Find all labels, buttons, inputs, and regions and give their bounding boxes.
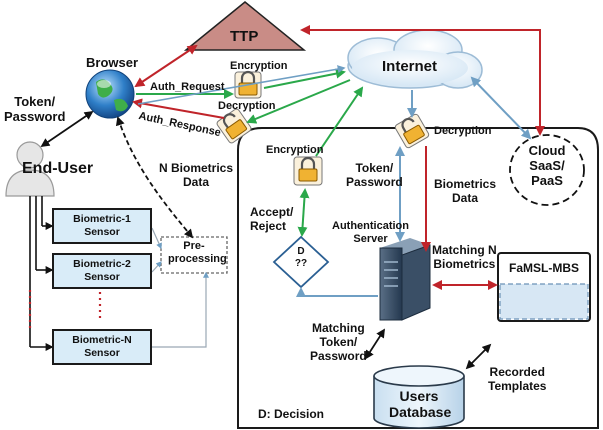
end-user-label: End-User — [22, 160, 94, 177]
arrow-server-decision — [296, 287, 378, 297]
decryption-lock-icon — [216, 108, 252, 144]
cloud-saas-paas-label: Cloud SaaS/ PaaS — [528, 143, 566, 188]
accept-reject-label: Accept/ Reject — [250, 205, 294, 233]
arrow-browser-ttp — [134, 44, 198, 88]
biometrics-data-label: Biometrics Data — [434, 177, 497, 205]
decryption-lock-icon — [394, 113, 430, 149]
server-icon — [379, 238, 431, 321]
token-password-left-label: Token/ Password — [4, 94, 66, 124]
sensor-connectors — [29, 196, 54, 351]
arrow-internet-cloud — [470, 76, 532, 140]
arrow-server-db-right — [465, 343, 492, 370]
n-biometrics-data-label: N Biometrics Data — [159, 161, 234, 189]
encryption-top-label: Encryption — [230, 60, 288, 72]
arrow-internet-lock — [246, 79, 351, 124]
arrow-user-browser — [40, 110, 94, 148]
arrow-lock-browser — [132, 98, 225, 119]
biometric-2-sensor: Biometric-2 Sensor — [52, 253, 152, 289]
biometric-1-sensor: Biometric-1 Sensor — [52, 208, 152, 244]
authentication-server-label: Authentication Server — [332, 220, 409, 245]
users-database-label: Users Database — [389, 388, 452, 421]
token-password-mid-label: Token/ Password — [346, 161, 403, 189]
saas-paas-cloud — [509, 134, 585, 206]
decryption-right-label: Decryption — [434, 125, 492, 137]
biometric-n-sensor: Biometric-N Sensor — [52, 329, 152, 365]
arrow-browser-preprocessing — [115, 116, 194, 239]
users-database-icon — [373, 365, 465, 429]
matching-token-password-label: Matching Token/ Password — [310, 321, 367, 363]
browser-label: Browser — [86, 55, 139, 70]
arrow-lock-internet — [263, 68, 346, 89]
decryption-left-label: Decryption — [218, 100, 276, 112]
encryption-lock-icon — [293, 156, 323, 186]
dotted-continuation — [28, 290, 102, 330]
preprocessing-label: Pre- processing — [168, 240, 227, 265]
matching-n-biometrics-label: Matching N Biometrics — [432, 243, 497, 271]
end-user-icon — [5, 141, 55, 197]
auth-request-label: Auth_Request — [150, 81, 225, 93]
preprocessing-box — [160, 236, 228, 274]
arrow-browser-internet — [137, 65, 346, 105]
famsl-mbs-inner — [499, 283, 589, 320]
browser-globe-icon — [85, 69, 135, 119]
ttp-label: TTP — [230, 28, 259, 45]
arrow-server-db-left — [365, 328, 385, 360]
recorded-templates-label: Recorded Templates — [488, 365, 547, 393]
decision-diamond-label: D ?? — [294, 246, 308, 269]
legend-decision: D: Decision — [258, 407, 325, 421]
encryption-mid-label: Encryption — [266, 144, 324, 156]
arrow-lock-internet-2 — [315, 86, 364, 157]
internet-label: Internet — [382, 58, 438, 75]
ttp-triangle — [183, 1, 307, 51]
famsl-mbs-label: FaMSL-MBS — [509, 261, 579, 275]
arrow-ttp-cloud — [300, 25, 545, 136]
arrow-decision-lock — [297, 188, 310, 237]
